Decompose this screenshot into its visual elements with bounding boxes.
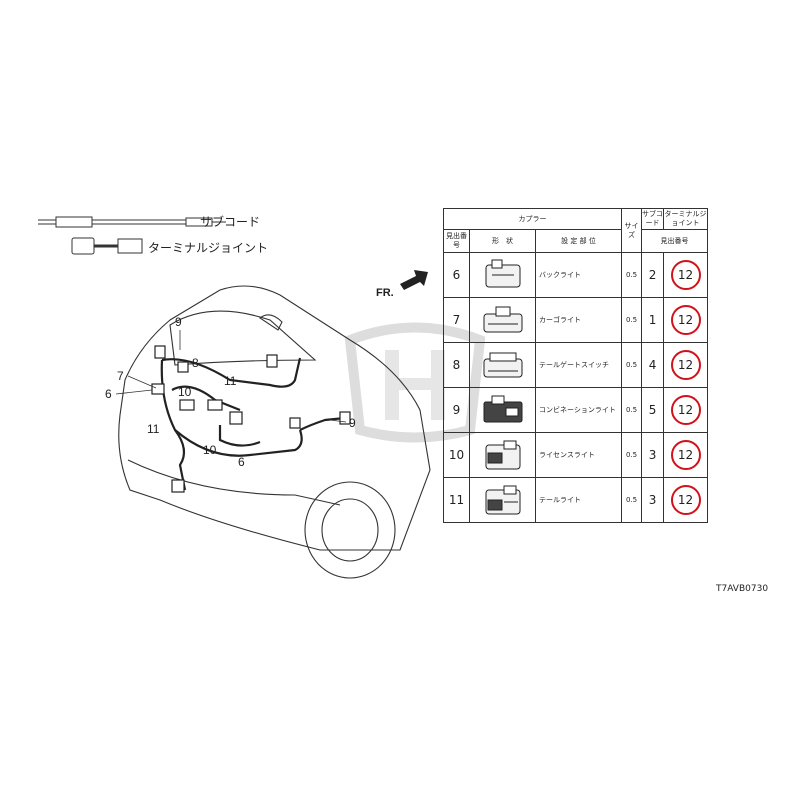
wire-size: 0.5: [621, 297, 643, 343]
table-row: 9 コンビネーションライト 0.5 5 12: [443, 387, 709, 433]
terminal-joint-cell: 12: [663, 297, 709, 343]
callout-6-bottom: 6: [238, 455, 245, 469]
legend-sub-cord-label: サブコード: [200, 215, 261, 229]
location: コンビネーションライト: [534, 387, 623, 433]
car-body-outline: [118, 285, 431, 551]
table-row: 8 テールゲートスイッチ 0.5 4 12: [443, 342, 709, 388]
terminal-joint-number: 12: [670, 485, 701, 515]
table-row: 10 ライセンスライト 0.5 3 12: [443, 432, 709, 478]
connector-icon: [483, 306, 522, 333]
header-index-no: 見出番号: [443, 229, 470, 253]
sub-cord-number: 5: [641, 387, 665, 433]
terminal-joint-number: 12: [670, 395, 701, 425]
location: カーゴライト: [534, 297, 623, 343]
location: テールライト: [534, 477, 623, 523]
terminal-joint-cell: 12: [663, 252, 709, 298]
rear-window-outline: [169, 310, 317, 366]
header-size: サイズ: [621, 208, 643, 253]
table-row: 11 テールライト 0.5 3 12: [443, 477, 709, 523]
wire-harness: [160, 357, 346, 491]
connector-table: カプラー サイズ サブコード ターミナルジョイント 見出番号 形 状 設 定 部…: [442, 208, 709, 523]
header-index-no-2: 見出番号: [641, 229, 709, 253]
callout-7: 7: [117, 369, 124, 383]
row-number: 11: [443, 477, 470, 523]
legend: サブコード ターミナルジョイント: [36, 208, 276, 260]
location: ライセンスライト: [534, 432, 623, 478]
legend-graphics: [38, 216, 226, 255]
wire-size: 0.5: [621, 387, 643, 433]
terminal-joint-number: 12: [670, 260, 701, 290]
terminal-joint-number: 12: [670, 440, 701, 470]
sub-cord-number: 1: [641, 297, 665, 343]
header-terminal-joint: ターミナルジョイント: [663, 208, 709, 230]
table-row: 7 カーゴライト 0.5 1 12: [443, 297, 709, 343]
spoiler-outline: [259, 314, 283, 331]
front-label: FR.: [376, 287, 394, 299]
callout-10-bottom: 10: [203, 443, 217, 457]
sub-cord-number: 3: [641, 432, 665, 478]
arrow-icon: [400, 270, 428, 290]
sub-cord-number: 3: [641, 477, 665, 523]
location: テールゲートスイッチ: [534, 342, 623, 388]
header-shape: 形 状: [469, 229, 536, 253]
diagram-code: T7AVB0730: [716, 584, 769, 594]
connector-shape: [469, 432, 536, 478]
callout-11-bottom: 11: [147, 422, 160, 436]
rear-wheel: [304, 481, 396, 579]
connector-icon: [485, 440, 520, 470]
connectors: [151, 345, 351, 493]
callout-6-left: 6: [105, 387, 112, 401]
connector-shape: [469, 387, 536, 433]
front-direction-arrow: FR.: [376, 270, 428, 299]
header-sub-cord: サブコード: [641, 208, 665, 230]
table-row: 6 バックライト 0.5 2 12: [443, 252, 709, 298]
row-number: 6: [443, 252, 470, 298]
terminal-joint-cell: 12: [663, 477, 709, 523]
callout-9-top: 9: [175, 315, 182, 329]
wire-size: 0.5: [621, 342, 643, 388]
header-location: 設 定 部 位: [534, 229, 623, 253]
header-coupler: カプラー: [442, 208, 623, 230]
connector-icon: [483, 395, 522, 423]
callout-9-right: 9: [349, 416, 356, 430]
location: バックライト: [534, 252, 623, 298]
legend-terminal-joint-label: ターミナルジョイント: [148, 241, 269, 255]
connector-icon: [485, 259, 520, 288]
terminal-joint-cell: 12: [663, 342, 709, 388]
row-number: 9: [443, 387, 470, 433]
terminal-joint-number: 12: [670, 350, 701, 380]
row-number: 7: [443, 297, 470, 343]
row-number: 8: [443, 342, 470, 388]
connector-icon: [483, 352, 522, 378]
sub-cord-number: 2: [641, 252, 665, 298]
connector-icon: [485, 485, 520, 515]
wire-size: 0.5: [621, 477, 643, 523]
connector-shape: [469, 342, 536, 388]
harness-diagram: 9 8 7 11 6 10 11 10 6 9: [105, 285, 431, 579]
terminal-joint-cell: 12: [663, 432, 709, 478]
connector-shape: [469, 252, 536, 298]
wire-size: 0.5: [621, 252, 643, 298]
rear-bumper-outline: [127, 459, 341, 506]
terminal-joint-number: 12: [670, 305, 701, 335]
wire-size: 0.5: [621, 432, 643, 478]
sub-cord-number: 4: [641, 342, 665, 388]
sub-cord-icon: [38, 216, 226, 228]
terminal-joint-icon: [71, 237, 143, 255]
connector-shape: [469, 297, 536, 343]
row-number: 10: [443, 432, 470, 478]
callout-11-top: 11: [224, 374, 237, 388]
callout-10-top: 10: [178, 385, 192, 399]
connector-shape: [469, 477, 536, 523]
callout-8: 8: [192, 356, 199, 370]
terminal-joint-cell: 12: [663, 387, 709, 433]
